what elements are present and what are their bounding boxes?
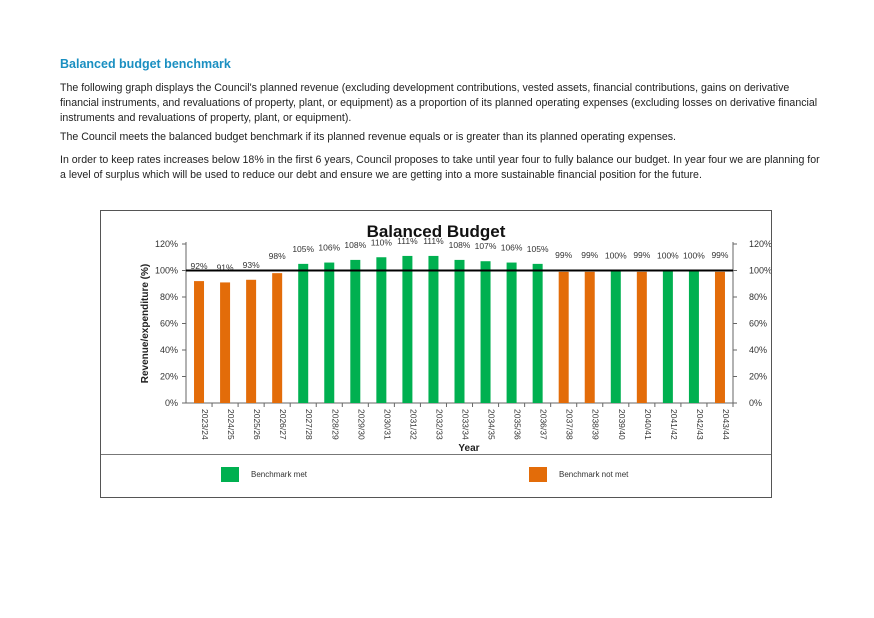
data-label: 99% (633, 250, 650, 260)
x-tick-label: 2040/41 (643, 409, 653, 440)
bar-2033-34 (454, 259, 465, 403)
bar-2027-28 (298, 263, 309, 403)
bar-2039-40 (610, 270, 621, 403)
data-label: 107% (475, 241, 497, 251)
bar-2043-44 (714, 271, 725, 403)
legend-label-met: Benchmark met (251, 470, 308, 479)
bar-2026-27 (272, 273, 283, 403)
data-label: 98% (269, 251, 286, 261)
x-tick-label: 2026/27 (278, 409, 288, 440)
y-tick-label-left: 0% (165, 398, 178, 408)
bar-2042-43 (688, 270, 699, 403)
data-label: 105% (527, 244, 549, 254)
data-label: 111% (397, 236, 418, 246)
legend-swatch-not-met (529, 467, 547, 482)
chart-frame: Balanced Budget 0% 0% 20% 20% 40% 40% 60% 60% 80%… (100, 210, 772, 498)
data-label: 100% (683, 251, 705, 261)
data-label: 106% (318, 243, 340, 253)
bar-2023-24 (194, 281, 205, 403)
data-label: 100% (657, 251, 679, 261)
chart-title: Balanced Budget (367, 222, 506, 241)
bar-2035-36 (506, 262, 517, 403)
y-axis-label: Revenue/expenditure (%) (140, 264, 151, 383)
bar-2037-38 (558, 271, 569, 403)
data-label: 105% (292, 244, 314, 254)
legend-label-not-met: Benchmark not met (559, 470, 629, 479)
y-tick-label-left: 120% (155, 239, 178, 249)
y-tick-label-right: 80% (749, 292, 767, 302)
bar-2029-30 (350, 259, 361, 403)
bar-2024-25 (220, 282, 231, 403)
y-tick-label-right: 100% (749, 266, 771, 276)
legend-item-met: Benchmark met (221, 467, 307, 482)
rates-plan-paragraph: In order to keep rates increases below 1… (60, 154, 820, 181)
y-tick-label-right: 40% (749, 345, 767, 355)
data-label: 93% (243, 260, 260, 270)
data-label: 106% (501, 243, 523, 253)
x-tick-label: 2031/32 (408, 409, 418, 440)
x-axis-label: Year (458, 443, 479, 454)
data-label: 99% (555, 250, 572, 260)
data-label: 111% (423, 236, 444, 246)
bar-2032-33 (428, 255, 439, 403)
balanced-budget-chart: Balanced Budget 0% 0% 20% 20% 40% 40% 60% 60% 80%… (140, 222, 771, 454)
data-label: 92% (191, 261, 208, 271)
legend-divider (101, 454, 771, 455)
bar-2038-39 (584, 271, 595, 403)
x-tick-label: 2034/35 (487, 409, 497, 440)
y-tick-label-left: 20% (160, 372, 178, 382)
bar-2034-35 (480, 261, 491, 403)
data-label: 99% (711, 250, 728, 260)
bar-2041-42 (662, 270, 673, 403)
data-label: 110% (371, 237, 393, 247)
data-label: 91% (217, 262, 234, 272)
bar-2025-26 (246, 279, 257, 403)
y-tick-label-right: 0% (749, 398, 762, 408)
y-tick-label-left: 80% (160, 292, 178, 302)
y-tick-label-right: 60% (749, 319, 767, 329)
bar-2028-29 (324, 262, 335, 403)
x-tick-label: 2029/30 (356, 409, 366, 440)
x-tick-label: 2025/26 (252, 409, 262, 440)
x-tick-label: 2028/29 (330, 409, 340, 440)
bar-2040-41 (636, 271, 647, 403)
data-label: 108% (344, 240, 366, 250)
y-tick-label-left: 40% (160, 345, 178, 355)
section-heading: Balanced budget benchmark (60, 57, 231, 71)
x-tick-label: 2043/44 (721, 409, 731, 440)
data-label: 99% (581, 250, 598, 260)
y-tick-label-right: 120% (749, 239, 771, 249)
x-tick-label: 2038/39 (591, 409, 601, 440)
x-tick-label: 2036/37 (539, 409, 549, 440)
x-tick-label: 2033/34 (461, 409, 471, 440)
x-tick-label: 2027/28 (304, 409, 314, 440)
x-tick-label: 2039/40 (617, 409, 627, 440)
legend-item-not-met: Benchmark not met (529, 467, 628, 482)
y-tick-label-right: 20% (749, 372, 767, 382)
intro-paragraph: The following graph displays the Council… (60, 82, 818, 124)
x-tick-label: 2032/33 (434, 409, 444, 440)
x-tick-label: 2037/38 (565, 409, 575, 440)
data-label: 100% (605, 251, 627, 261)
y-tick-label-left: 100% (155, 266, 178, 276)
bar-2031-32 (402, 255, 413, 403)
x-tick-label: 2035/36 (513, 409, 523, 440)
x-tick-label: 2024/25 (226, 409, 236, 440)
legend-swatch-met (221, 467, 239, 482)
x-tick-label: 2030/31 (382, 409, 392, 440)
benchmark-definition-paragraph: The Council meets the balanced budget be… (60, 131, 677, 143)
bar-2030-31 (376, 257, 387, 403)
x-tick-label: 2042/43 (695, 409, 705, 440)
y-tick-label-left: 60% (160, 319, 178, 329)
x-tick-label: 2023/24 (200, 409, 210, 440)
data-label: 108% (449, 240, 471, 250)
bar-2036-37 (532, 263, 543, 403)
x-tick-label: 2041/42 (669, 409, 679, 440)
